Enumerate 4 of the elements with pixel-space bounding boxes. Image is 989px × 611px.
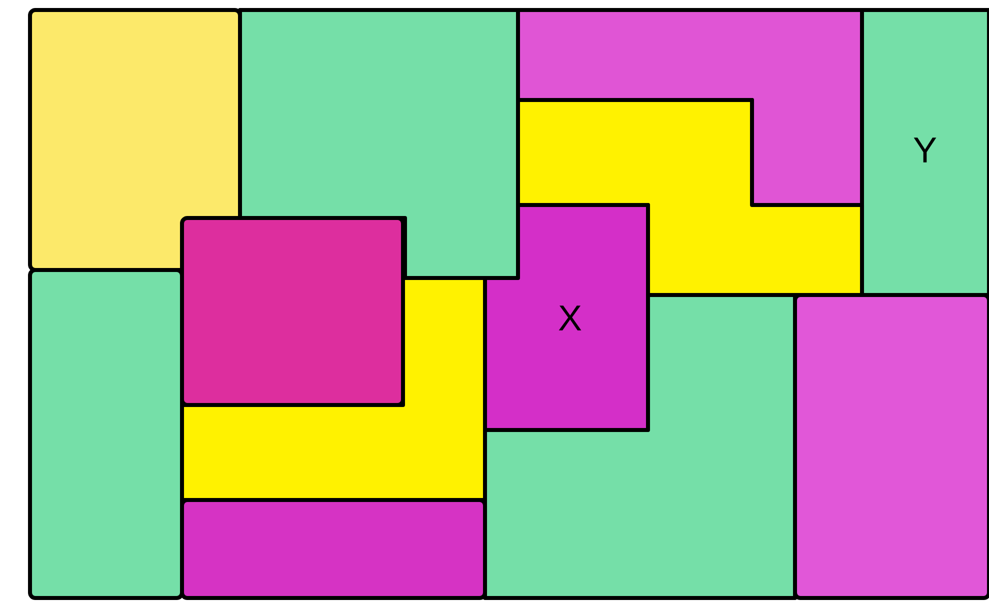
map-region	[28, 268, 184, 600]
map-region: Y	[860, 8, 989, 297]
map-region: X	[483, 203, 650, 432]
map-region	[793, 293, 989, 600]
